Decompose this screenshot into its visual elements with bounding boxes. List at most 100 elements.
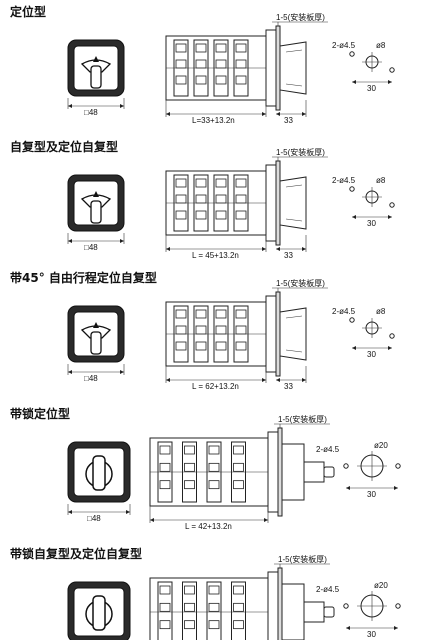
arrowhead bbox=[120, 104, 124, 108]
knob-side bbox=[279, 41, 307, 95]
terminal-screw bbox=[184, 462, 195, 472]
hole-a-label: 2-ø4.5 bbox=[332, 176, 356, 185]
arrowhead bbox=[388, 80, 392, 84]
hole-a-label: 2-ø4.5 bbox=[316, 445, 340, 454]
terminal-screw bbox=[235, 309, 247, 319]
knob-rib bbox=[285, 315, 303, 319]
terminal-screw bbox=[208, 602, 220, 612]
arrowhead bbox=[68, 510, 72, 514]
lock-housing bbox=[281, 583, 305, 640]
arrowhead bbox=[68, 104, 72, 108]
mounting-hole bbox=[389, 333, 395, 339]
terminal-screw bbox=[175, 210, 187, 220]
terminal-screw bbox=[195, 210, 207, 220]
terminal-screw bbox=[235, 43, 247, 53]
terminal-screw bbox=[215, 341, 227, 351]
terminal-screw bbox=[215, 178, 227, 188]
terminal-screw bbox=[235, 59, 247, 69]
arrowhead bbox=[302, 112, 306, 116]
terminal-screw bbox=[195, 75, 207, 85]
key-icon bbox=[323, 606, 335, 618]
terminal-screw bbox=[208, 620, 220, 630]
mounting-flange bbox=[265, 164, 277, 242]
mounting-plate bbox=[275, 25, 281, 111]
side-view: 1-5(安装板厚) L=33+13.2n 33 bbox=[165, 12, 328, 125]
terminal-screw bbox=[195, 43, 207, 53]
knob-rib bbox=[285, 349, 303, 353]
square-dimension-label: □48 bbox=[84, 374, 98, 383]
section-title: 带锁自复型及定位自复型 bbox=[10, 546, 142, 561]
terminal-screw bbox=[235, 341, 247, 351]
arrowhead bbox=[166, 112, 170, 116]
mounting-hole bbox=[395, 463, 401, 469]
lock-housing bbox=[281, 443, 305, 501]
knob-rib bbox=[285, 83, 303, 87]
length-label: L=33+13.2n bbox=[192, 116, 235, 125]
terminal-screw bbox=[184, 602, 195, 612]
front-view: □48 bbox=[67, 174, 125, 252]
front-view: □48 bbox=[67, 581, 131, 640]
mounting-flange bbox=[265, 295, 277, 373]
terminal-screw bbox=[215, 325, 227, 335]
plate-thickness-label: 1-5(安装板厚) bbox=[276, 12, 325, 22]
hole-b-label: ø20 bbox=[374, 441, 388, 450]
terminal-screw bbox=[208, 445, 220, 455]
arrowhead bbox=[126, 510, 130, 514]
terminal-screw bbox=[184, 480, 195, 490]
terminal-screw bbox=[159, 445, 171, 455]
mounting-plate bbox=[277, 427, 283, 517]
pointer-arrow bbox=[93, 56, 99, 62]
terminal-screw bbox=[233, 462, 244, 472]
arrowhead bbox=[264, 518, 268, 522]
terminal-screw bbox=[184, 445, 195, 455]
lock-handle bbox=[92, 595, 106, 631]
depth-label: 33 bbox=[284, 251, 293, 260]
arrowhead bbox=[302, 378, 306, 382]
square-dimension-label: □48 bbox=[84, 108, 98, 117]
terminal-screw bbox=[159, 585, 171, 595]
terminal-screw bbox=[235, 325, 247, 335]
pointer-arrow bbox=[93, 322, 99, 328]
arrowhead bbox=[346, 486, 350, 490]
mounting-plate bbox=[275, 291, 281, 377]
pitch-label: 30 bbox=[367, 84, 376, 93]
section-title: 带锁定位型 bbox=[10, 406, 70, 421]
mounting-hole bbox=[389, 202, 395, 208]
terminal-screw bbox=[215, 43, 227, 53]
key-icon bbox=[323, 466, 335, 478]
arrowhead bbox=[388, 215, 392, 219]
depth-label: 33 bbox=[284, 116, 293, 125]
pitch-label: 30 bbox=[367, 350, 376, 359]
arrowhead bbox=[394, 486, 398, 490]
terminal-screw bbox=[175, 75, 187, 85]
mounting-hole bbox=[343, 463, 349, 469]
panel-cutout: 2-ø4.5 ø20 30 bbox=[316, 441, 401, 499]
terminal-screw bbox=[184, 620, 195, 630]
knob-rib bbox=[285, 184, 303, 188]
depth-label: 33 bbox=[284, 382, 293, 391]
terminal-screw bbox=[215, 59, 227, 69]
mounting-hole bbox=[343, 603, 349, 609]
mounting-plate bbox=[277, 567, 283, 640]
terminal-screw bbox=[208, 480, 220, 490]
arrowhead bbox=[120, 239, 124, 243]
arrowhead bbox=[276, 112, 280, 116]
square-dimension-label: □48 bbox=[84, 243, 98, 252]
key-cylinder bbox=[303, 461, 325, 483]
terminal-screw bbox=[215, 75, 227, 85]
knob-rib bbox=[285, 49, 303, 53]
hole-a-label: 2-ø4.5 bbox=[332, 307, 356, 316]
length-label: L = 62+13.2n bbox=[192, 382, 239, 391]
square-dimension-label: □48 bbox=[87, 514, 101, 523]
pitch-label: 30 bbox=[367, 490, 376, 499]
terminal-screw bbox=[235, 210, 247, 220]
plate-thickness-label: 1-5(安装板厚) bbox=[278, 414, 327, 424]
terminal-screw bbox=[184, 585, 195, 595]
